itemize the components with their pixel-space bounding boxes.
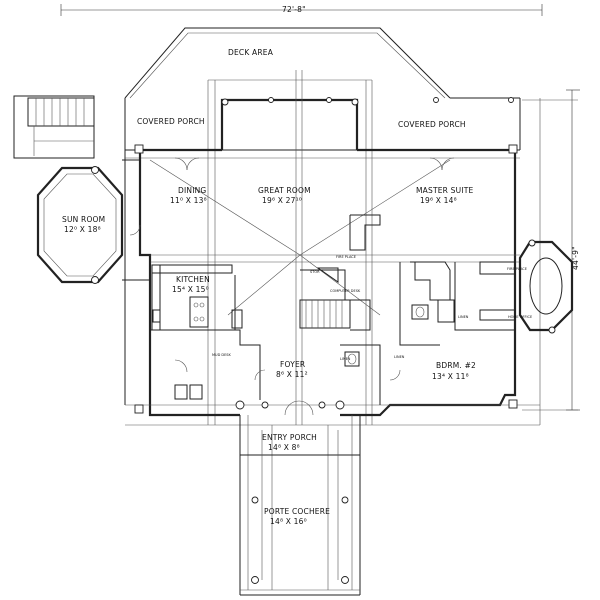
fireplaces bbox=[437, 261, 516, 323]
bath-fixtures bbox=[174, 304, 429, 400]
stor-label: STOR bbox=[310, 270, 320, 274]
linen-label-1: LINEN bbox=[458, 315, 469, 319]
master-suite-name: MASTER SUITE bbox=[416, 186, 474, 195]
master-suite-size: 19⁶ X 14⁸ bbox=[420, 196, 457, 205]
covered-porch-left-label: COVERED PORCH bbox=[137, 117, 205, 126]
entry-and-porte-cochere bbox=[239, 415, 361, 596]
overall-depth-label: 44'-9" bbox=[571, 246, 580, 270]
foyer-name: FOYER bbox=[280, 360, 305, 369]
fireplace-great-room-label: FIRE PLACE bbox=[336, 255, 356, 259]
great-room-name: GREAT ROOM bbox=[258, 186, 311, 195]
foyer-size: 8⁶ X 11² bbox=[276, 370, 308, 379]
door-swings bbox=[129, 157, 455, 416]
porte-cochere-name: PORTE COCHERE bbox=[264, 507, 330, 516]
bdrm2-size: 13⁴ X 11⁸ bbox=[432, 372, 469, 381]
home-office-label: HOME OFFICE bbox=[508, 315, 532, 319]
sun-room-name: SUN ROOM bbox=[62, 215, 105, 224]
covered-porches bbox=[125, 149, 520, 159]
porte-cochere-size: 14⁸ X 16⁰ bbox=[270, 517, 307, 526]
entry-porch-size: 14⁸ X 8⁸ bbox=[268, 443, 300, 452]
exterior-stairs bbox=[13, 95, 95, 159]
exterior-walls bbox=[125, 98, 541, 426]
mud-desk-label: MUD DESK bbox=[212, 353, 232, 357]
kitchen-fixtures bbox=[151, 264, 243, 331]
ceiling-beams bbox=[149, 159, 520, 316]
interior-stairs bbox=[299, 267, 371, 331]
fireplace-master-label: FIRE PLACE bbox=[507, 267, 527, 271]
dining-name: DINING bbox=[178, 186, 206, 195]
great-room-size: 19⁶ X 27¹⁰ bbox=[262, 196, 302, 205]
dimension-lines bbox=[60, 4, 580, 411]
deck-area bbox=[124, 27, 521, 405]
computer-desk-label: COMPUTER DESK bbox=[330, 289, 361, 293]
dining-size: 11⁰ X 13⁸ bbox=[170, 196, 207, 205]
bdrm2-name: BDRM. #2 bbox=[436, 361, 476, 370]
covered-porch-right-label: COVERED PORCH bbox=[398, 120, 466, 129]
linen-label-2: LINEN bbox=[394, 355, 405, 359]
kitchen-name: KITCHEN bbox=[176, 275, 210, 284]
kitchen-size: 15⁴ X 15⁰ bbox=[172, 285, 209, 294]
posts bbox=[91, 97, 556, 584]
deck-label: DECK AREA bbox=[228, 48, 274, 57]
sun-room-size: 12⁰ X 18⁸ bbox=[64, 225, 101, 234]
overall-width-label: 72'-8" bbox=[282, 5, 306, 14]
great-room-bay bbox=[207, 70, 373, 425]
interior-walls bbox=[149, 214, 515, 405]
entry-porch-name: ENTRY PORCH bbox=[262, 433, 317, 442]
